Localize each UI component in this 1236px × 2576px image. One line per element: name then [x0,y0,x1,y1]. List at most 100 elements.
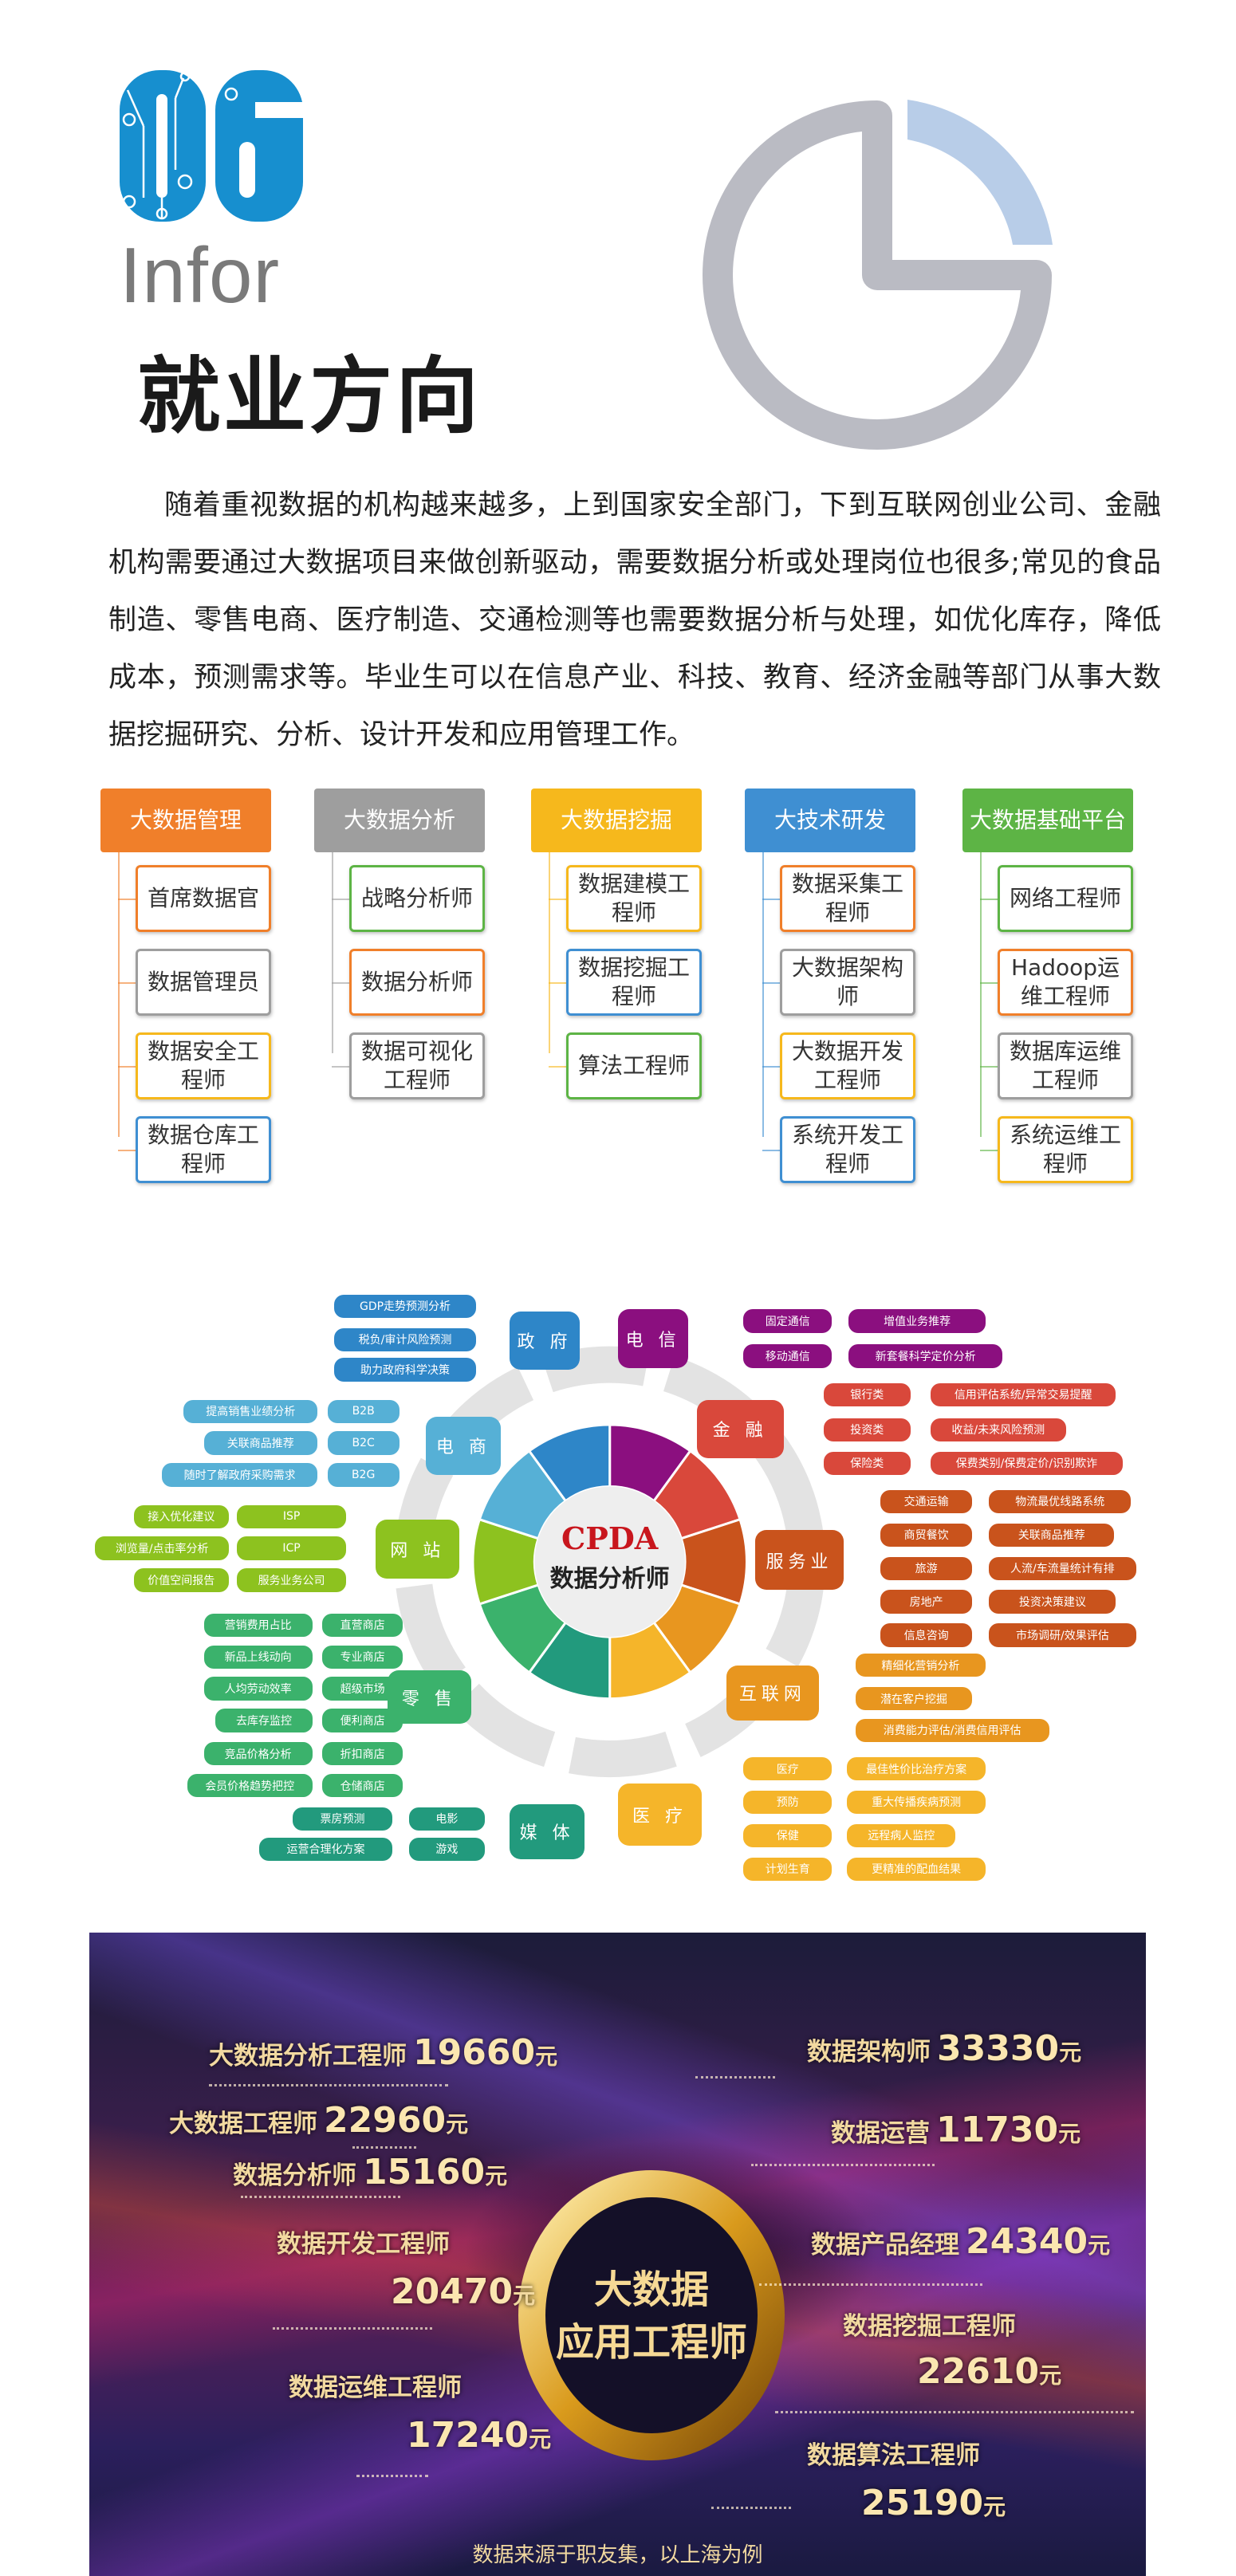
sector-box: 政 府 [509,1311,580,1370]
sector-leaf: 价值空间报告 [133,1568,229,1592]
salary-job-name: 大数据工程师 [169,2110,317,2138]
salary-value-block: 22610元 [911,2351,1061,2392]
connector-line [332,1066,349,1068]
salary-job-name: 数据分析师 [233,2161,356,2190]
salary-job-name: 数据架构师 [807,2038,931,2067]
job-title-box: Hadoop运维工程师 [998,949,1133,1016]
sector-box: 网 站 [376,1520,460,1579]
salary-item: 数据开发工程师 [277,2224,450,2259]
section-number-logo [120,70,311,222]
sector-leaf: 随时了解政府采购需求 [162,1463,318,1487]
sector-box: 零 售 [388,1670,471,1725]
job-title-box: 系统运维工程师 [998,1116,1133,1183]
dotted-leader [759,2283,982,2286]
job-title-box: 数据挖掘工程师 [566,949,702,1016]
connector-line [980,982,998,984]
sector-leaf: 移动通信 [743,1344,833,1368]
sector-leaf: 仓储商店 [322,1773,403,1798]
sector-leaf: 人流/车流量统计有排 [989,1556,1136,1580]
connector-line [762,1150,780,1151]
sector-leaf: 物流最优线路系统 [989,1489,1132,1514]
sector-leaf: B2C [327,1431,400,1455]
sector-leaf: 提高销售业绩分析 [183,1399,318,1423]
intro-paragraph: 随着重视数据的机构越来越多，上到国家安全部门，下到互联网创业公司、金融机构需要通… [108,490,1161,751]
sector-leaf: 助力政府科学决策 [334,1358,477,1382]
connector-line [762,852,764,1137]
section-subtitle: Infor [120,231,281,319]
connector-line [762,1066,780,1068]
connector-line [118,852,120,1137]
sector-box: 电 商 [426,1416,502,1475]
sector-leaf: 关联商品推荐 [203,1431,318,1455]
center-title-line1: 大数据 [593,2267,709,2312]
sector-leaf: GDP走势预测分析 [334,1294,477,1318]
dotted-leader [209,2084,448,2086]
gold-ring-emblem [518,2170,785,2460]
connector-line [549,899,566,900]
job-title-box: 数据采集工程师 [780,865,915,932]
salary-value: 22610 [917,2351,1040,2392]
salary-job-name: 大数据分析工程师 [209,2042,407,2071]
sector-leaf: 潜在客户挖掘 [855,1686,973,1711]
sector-leaf: 保健 [743,1823,833,1848]
sector-leaf: 关联商品推荐 [989,1523,1115,1547]
connector-line [762,899,780,900]
sector-leaf: ICP [237,1536,346,1560]
connector-line [332,982,349,984]
sector-leaf: 交通运输 [880,1489,973,1514]
connector-line [549,982,566,984]
job-title-box: 算法工程师 [566,1032,702,1099]
sector-leaf: 浏览量/点击率分析 [95,1536,229,1560]
salary-job-name: 数据运维工程师 [289,2373,462,2402]
sector-leaf: 保险类 [823,1451,911,1475]
job-title-box: 首席数据官 [136,865,271,932]
sector-leaf: 电影 [409,1807,485,1831]
connector-line [118,899,136,900]
sector-leaf: 投资类 [823,1418,911,1441]
sector-leaf: 计划生育 [743,1857,833,1881]
sector-leaf: 会员价格趋势把控 [187,1773,313,1798]
sector-leaf: 更精准的配血结果 [847,1857,986,1881]
sector-leaf: 旅游 [880,1556,973,1580]
connector-line [332,899,349,900]
dotted-leader [711,2507,791,2509]
sector-leaf: 消费能力评估/消费信用评估 [855,1718,1049,1743]
sector-leaf: 营销费用占比 [203,1613,313,1638]
salary-value: 22960 [324,2100,447,2141]
ring-segment [527,1423,612,1503]
sector-box: 金 融 [696,1399,784,1458]
salary-value: 25190 [861,2483,984,2523]
sector-leaf: B2B [327,1399,400,1423]
sector-leaf: 增值业务推荐 [848,1309,986,1333]
sector-leaf: 收益/未来风险预测 [930,1418,1066,1441]
sector-box: 互联网 [726,1665,819,1721]
connector-line [332,852,333,1053]
sector-leaf: 专业商店 [322,1645,403,1669]
org-header: 大数据分析 [314,789,485,852]
sector-leaf: 超级市场 [322,1677,403,1701]
salary-value: 11730 [936,2110,1059,2150]
job-title-box: 大数据开发工程师 [780,1032,915,1099]
sector-leaf: 医疗 [743,1756,833,1781]
salary-unit: 元 [983,2494,1006,2520]
connector-line [118,1150,136,1151]
center-label: 数据分析师 [549,1564,670,1593]
salary-job-name: 数据运营 [831,2119,930,2148]
connector-line [549,1066,566,1068]
connector-line [980,899,998,900]
sector-leaf: 去库存监控 [215,1709,313,1732]
salary-value: 15160 [363,2152,486,2193]
connector-line [980,852,982,1137]
sector-leaf: 远程病人监控 [847,1823,956,1848]
salary-unit: 元 [529,2426,552,2452]
sector-leaf: 商贸餐饮 [880,1523,973,1547]
job-title-box: 系统开发工程师 [780,1116,915,1183]
sector-leaf: 新套餐科学定价分析 [848,1344,1002,1368]
salary-job-name: 数据开发工程师 [277,2230,450,2259]
sector-leaf: B2G [327,1463,400,1487]
